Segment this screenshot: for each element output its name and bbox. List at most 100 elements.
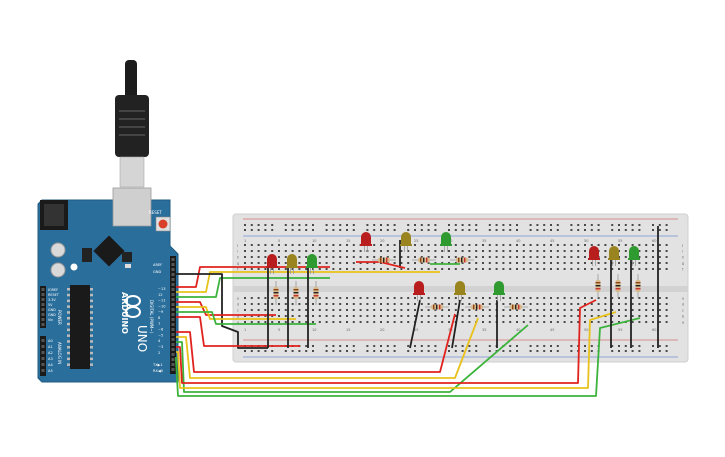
breadboard-hole[interactable] xyxy=(577,229,580,231)
breadboard-hole[interactable] xyxy=(441,315,444,317)
breadboard-hole[interactable] xyxy=(461,321,464,323)
breadboard-hole[interactable] xyxy=(366,303,369,305)
breadboard-hole[interactable] xyxy=(652,315,654,317)
breadboard-hole[interactable] xyxy=(482,297,484,299)
breadboard-hole[interactable] xyxy=(278,297,280,299)
breadboard-hole[interactable] xyxy=(556,303,559,305)
breadboard-hole[interactable] xyxy=(291,350,294,352)
breadboard-hole[interactable] xyxy=(420,297,423,299)
breadboard-hole[interactable] xyxy=(516,256,518,258)
breadboard-hole[interactable] xyxy=(359,315,362,317)
breadboard-hole[interactable] xyxy=(291,229,294,231)
header-hole[interactable] xyxy=(171,358,175,361)
breadboard-hole[interactable] xyxy=(434,303,437,305)
breadboard-hole[interactable] xyxy=(420,315,423,317)
breadboard-hole[interactable] xyxy=(427,256,430,258)
breadboard-hole[interactable] xyxy=(611,321,614,323)
breadboard-hole[interactable] xyxy=(468,350,471,352)
breadboard-hole[interactable] xyxy=(516,262,518,264)
breadboard-hole[interactable] xyxy=(556,309,559,311)
breadboard-hole[interactable] xyxy=(332,303,335,305)
breadboard-hole[interactable] xyxy=(482,244,484,246)
breadboard-hole[interactable] xyxy=(373,350,376,352)
breadboard-hole[interactable] xyxy=(420,350,423,352)
breadboard-hole[interactable] xyxy=(516,229,518,231)
breadboard-hole[interactable] xyxy=(495,297,498,299)
breadboard-hole[interactable] xyxy=(393,244,396,246)
breadboard-hole[interactable] xyxy=(278,262,280,264)
breadboard-hole[interactable] xyxy=(509,315,512,317)
breadboard-hole[interactable] xyxy=(658,345,661,347)
resistor[interactable] xyxy=(313,281,319,305)
breadboard-hole[interactable] xyxy=(250,244,253,246)
breadboard-hole[interactable] xyxy=(244,262,246,264)
breadboard-hole[interactable] xyxy=(597,268,600,270)
breadboard-hole[interactable] xyxy=(645,297,648,299)
breadboard-hole[interactable] xyxy=(332,297,335,299)
breadboard-hole[interactable] xyxy=(244,244,246,246)
breadboard-hole[interactable] xyxy=(475,250,478,252)
breadboard-hole[interactable] xyxy=(407,297,410,299)
breadboard-hole[interactable] xyxy=(618,297,620,299)
breadboard-hole[interactable] xyxy=(448,315,450,317)
breadboard-hole[interactable] xyxy=(298,350,301,352)
breadboard-hole[interactable] xyxy=(427,244,430,246)
wire-red[interactable] xyxy=(176,299,597,384)
breadboard-hole[interactable] xyxy=(278,315,280,317)
breadboard-hole[interactable] xyxy=(611,350,614,352)
breadboard-hole[interactable] xyxy=(509,321,512,323)
breadboard-hole[interactable] xyxy=(631,309,634,311)
breadboard-hole[interactable] xyxy=(264,297,267,299)
breadboard-hole[interactable] xyxy=(543,315,546,317)
breadboard-hole[interactable] xyxy=(645,309,648,311)
breadboard-hole[interactable] xyxy=(325,224,328,226)
breadboard-hole[interactable] xyxy=(264,303,267,305)
breadboard-hole[interactable] xyxy=(604,268,607,270)
breadboard-hole[interactable] xyxy=(264,350,267,352)
breadboard-hole[interactable] xyxy=(550,262,552,264)
breadboard-hole[interactable] xyxy=(461,345,464,347)
breadboard-hole[interactable] xyxy=(264,229,267,231)
breadboard-hole[interactable] xyxy=(522,315,525,317)
header-hole[interactable] xyxy=(41,363,45,366)
breadboard-hole[interactable] xyxy=(250,256,253,258)
breadboard-hole[interactable] xyxy=(407,229,410,231)
breadboard-hole[interactable] xyxy=(563,268,566,270)
breadboard-hole[interactable] xyxy=(380,321,382,323)
breadboard-hole[interactable] xyxy=(495,250,498,252)
breadboard-hole[interactable] xyxy=(488,345,491,347)
breadboard-hole[interactable] xyxy=(454,303,457,305)
breadboard-hole[interactable] xyxy=(665,262,668,264)
breadboard-hole[interactable] xyxy=(652,262,654,264)
breadboard-hole[interactable] xyxy=(488,303,491,305)
breadboard-hole[interactable] xyxy=(373,250,376,252)
breadboard-hole[interactable] xyxy=(482,262,484,264)
breadboard-hole[interactable] xyxy=(448,345,450,347)
breadboard-hole[interactable] xyxy=(434,224,437,226)
breadboard-hole[interactable] xyxy=(298,303,301,305)
breadboard-hole[interactable] xyxy=(332,321,335,323)
breadboard-hole[interactable] xyxy=(380,229,382,231)
breadboard-hole[interactable] xyxy=(604,244,607,246)
breadboard-hole[interactable] xyxy=(529,321,532,323)
breadboard-hole[interactable] xyxy=(332,256,335,258)
breadboard-hole[interactable] xyxy=(665,303,668,305)
breadboard-hole[interactable] xyxy=(495,268,498,270)
breadboard-hole[interactable] xyxy=(278,321,280,323)
breadboard-hole[interactable] xyxy=(488,229,491,231)
breadboard-hole[interactable] xyxy=(482,315,484,317)
breadboard-hole[interactable] xyxy=(590,345,593,347)
breadboard-hole[interactable] xyxy=(407,262,410,264)
breadboard-hole[interactable] xyxy=(611,309,614,311)
breadboard-hole[interactable] xyxy=(386,315,389,317)
breadboard-hole[interactable] xyxy=(386,229,389,231)
header-hole[interactable] xyxy=(171,273,175,276)
header-hole[interactable] xyxy=(171,313,175,316)
breadboard-hole[interactable] xyxy=(652,256,654,258)
breadboard-hole[interactable] xyxy=(516,268,518,270)
breadboard-hole[interactable] xyxy=(638,244,641,246)
breadboard-hole[interactable] xyxy=(380,250,382,252)
resistor[interactable] xyxy=(635,274,641,298)
breadboard-hole[interactable] xyxy=(441,250,444,252)
breadboard-hole[interactable] xyxy=(414,350,416,352)
